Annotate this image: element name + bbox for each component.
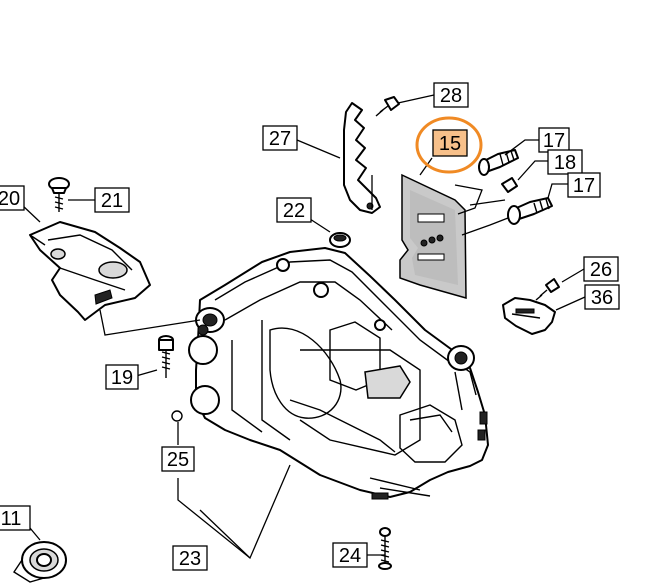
- callout-26-text: 26: [590, 259, 612, 281]
- plug-22: [329, 232, 351, 248]
- callout-17-lower: 17: [567, 172, 601, 198]
- callout-28: 28: [433, 82, 469, 108]
- oring-25: [171, 410, 183, 422]
- clip-36: [502, 297, 556, 335]
- callout-17-upper: 17: [538, 127, 570, 153]
- callout-19-text: 19: [111, 367, 133, 389]
- screw-28: [375, 96, 400, 117]
- callout-18: 18: [547, 149, 583, 175]
- bolt-17-upper: [478, 149, 519, 176]
- callout-28-text: 28: [440, 85, 462, 107]
- callout-23: 23: [172, 545, 208, 571]
- callout-21-text: 21: [101, 190, 123, 212]
- bracket-27: [343, 102, 381, 214]
- callout-22-text: 22: [283, 200, 305, 222]
- callout-25: 25: [161, 446, 195, 472]
- screw-21: [48, 177, 70, 212]
- bolt-17-lower: [507, 197, 553, 225]
- callout-17-lower-text: 17: [573, 175, 595, 197]
- callout-20-text: 20: [0, 188, 20, 210]
- screw-18: [501, 177, 518, 193]
- cover-20: [29, 221, 151, 321]
- leader-lines: [21, 94, 586, 560]
- seal-11: [13, 541, 67, 583]
- callout-15: 15: [415, 116, 483, 174]
- callout-11-text: 11: [1, 508, 22, 530]
- callout-22: 22: [276, 197, 312, 223]
- callout-25-text: 25: [167, 449, 189, 471]
- callout-23-text: 23: [179, 548, 201, 570]
- callout-36-text: 36: [591, 287, 613, 309]
- callout-18-text: 18: [554, 152, 576, 174]
- crankcase-housing: [188, 247, 489, 500]
- callout-19: 19: [105, 364, 139, 390]
- callout-24: 24: [332, 542, 368, 568]
- callout-15-highlight: [432, 129, 468, 157]
- callout-11: 11: [0, 505, 31, 531]
- callout-24-text: 24: [339, 545, 361, 567]
- callout-27-text: 27: [269, 128, 291, 150]
- callout-36: 36: [584, 284, 620, 310]
- callout-15-text: 15: [439, 133, 461, 155]
- callout-17-upper-text: 17: [543, 130, 565, 152]
- screw-19: [158, 335, 174, 378]
- callout-26: 26: [583, 256, 619, 282]
- highlight-ring: [415, 116, 483, 174]
- screw-26: [535, 278, 560, 301]
- callout-27: 27: [262, 125, 298, 151]
- callout-20: 20: [0, 185, 25, 211]
- screw-24: [378, 527, 392, 570]
- callout-21: 21: [94, 187, 130, 213]
- plate-15: [399, 173, 467, 299]
